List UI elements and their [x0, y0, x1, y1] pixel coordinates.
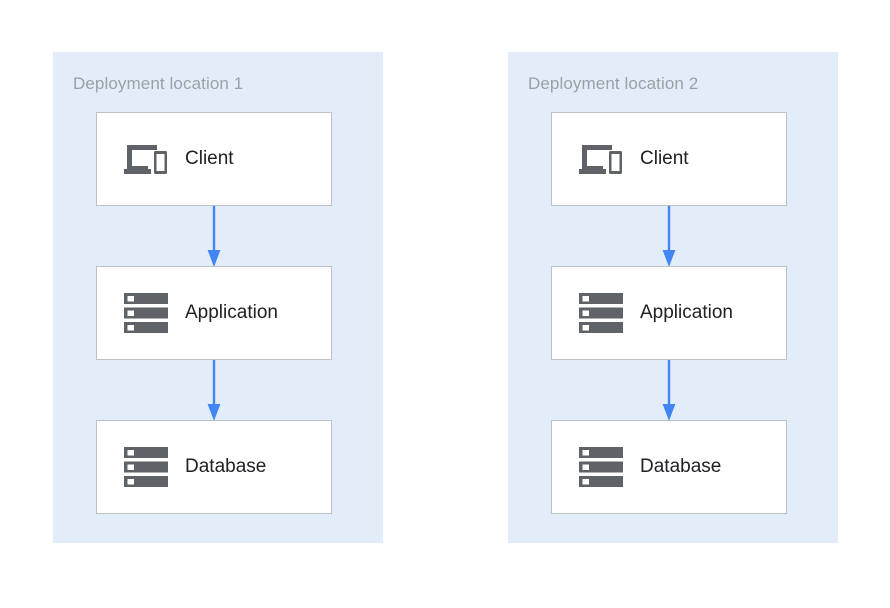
server-rack-icon — [572, 446, 630, 488]
zone-1-database-label: Database — [185, 456, 267, 477]
zone-2-application-label: Application — [640, 302, 733, 323]
zone-1-node-application[interactable]: Application — [96, 266, 332, 360]
zone-2-node-database[interactable]: Database — [551, 420, 787, 514]
deployment-zone-2: Deployment location 2 Client — [508, 52, 838, 543]
devices-icon — [117, 141, 175, 177]
zone-2-arrow-client-to-application — [662, 206, 676, 268]
server-rack-icon — [572, 292, 630, 334]
deployment-zone-1: Deployment location 1 Client — [53, 52, 383, 543]
zone-1-node-client[interactable]: Client — [96, 112, 332, 206]
server-rack-icon — [117, 292, 175, 334]
server-rack-icon — [117, 446, 175, 488]
zone-2-node-application[interactable]: Application — [551, 266, 787, 360]
zone-2-database-label: Database — [640, 456, 722, 477]
zone-1-client-label: Client — [185, 148, 234, 169]
devices-icon — [572, 141, 630, 177]
zone-2-client-label: Client — [640, 148, 689, 169]
zone-1-arrow-application-to-database — [207, 360, 221, 422]
zone-1-application-label: Application — [185, 302, 278, 323]
zone-1-title: Deployment location 1 — [73, 74, 244, 93]
zone-2-node-client[interactable]: Client — [551, 112, 787, 206]
zone-1-node-database[interactable]: Database — [96, 420, 332, 514]
zone-2-arrow-application-to-database — [662, 360, 676, 422]
zone-2-title: Deployment location 2 — [528, 74, 699, 93]
zone-1-arrow-client-to-application — [207, 206, 221, 268]
